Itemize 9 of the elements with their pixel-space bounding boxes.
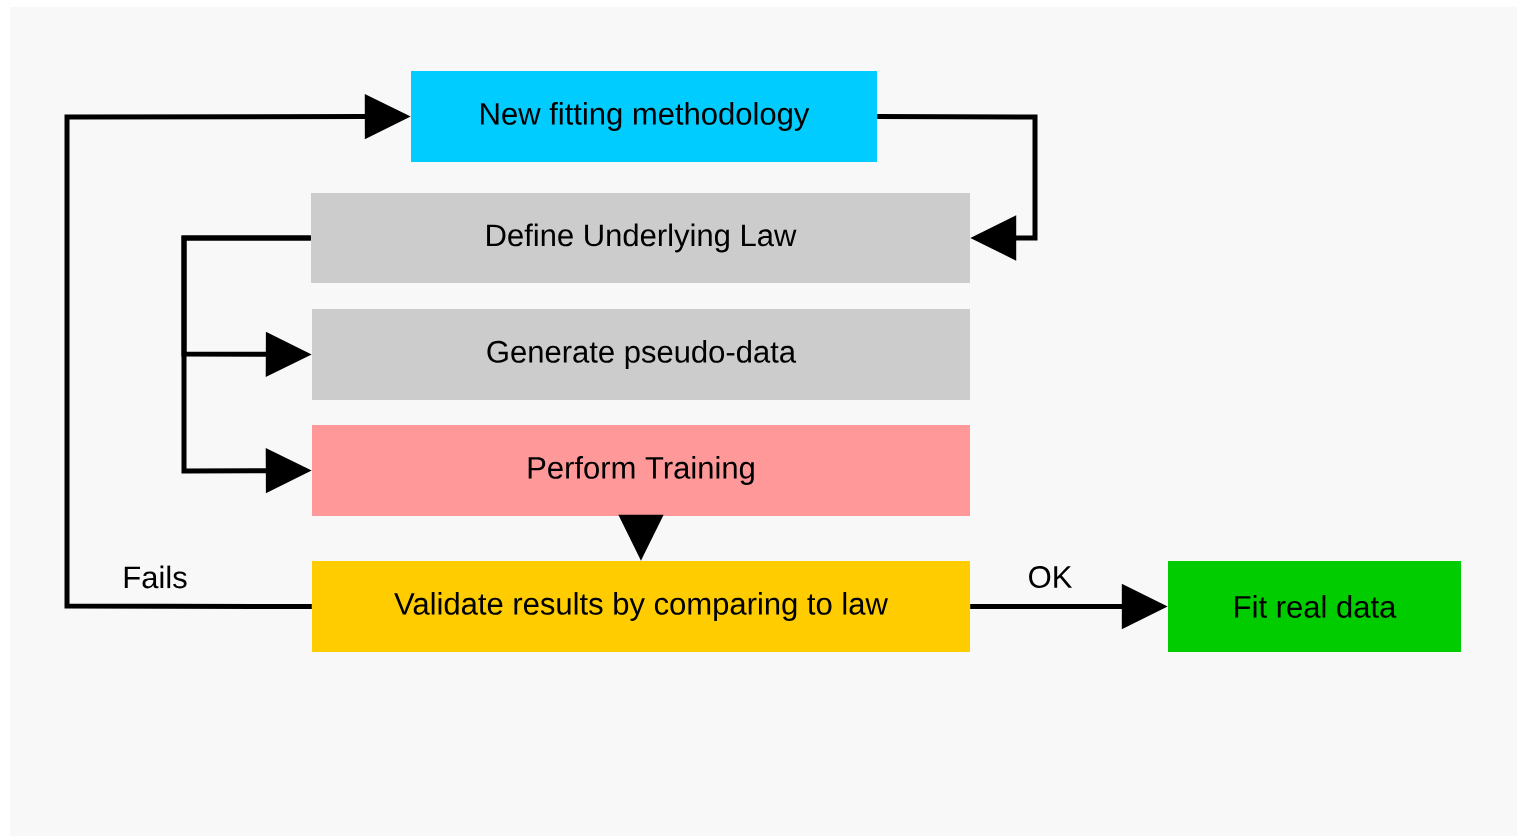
process-box: New fitting methodology [411, 71, 877, 162]
process-box: Define Underlying Law [311, 193, 970, 283]
edge-label: Fails [121, 564, 189, 590]
process-box: Perform Training [312, 425, 970, 516]
process-box: Fit real data [1168, 561, 1461, 652]
arrow [877, 114, 1038, 261]
edge-label: OK [1026, 565, 1074, 589]
process-box: Validate results by comparing to law [312, 561, 970, 652]
process-box: Generate pseudo-data [312, 309, 970, 400]
